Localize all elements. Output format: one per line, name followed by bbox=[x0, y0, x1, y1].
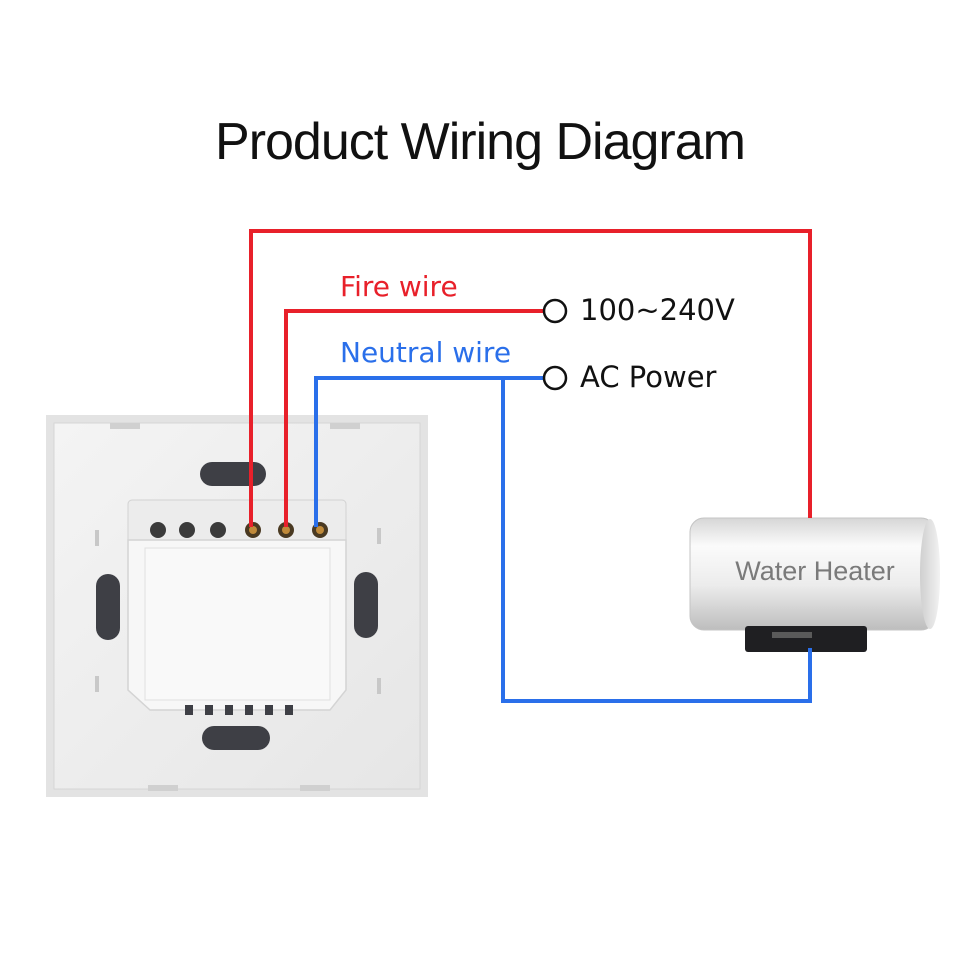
terminal-ac-power-circle bbox=[542, 365, 568, 391]
fire-wire-label: Fire wire bbox=[340, 270, 458, 303]
water-heater-label: Water Heater bbox=[735, 556, 895, 586]
water-heater-image bbox=[689, 517, 940, 652]
voltage-label: 100~240V bbox=[580, 293, 735, 327]
switch-back-panel bbox=[46, 415, 428, 797]
wire-fire bbox=[284, 309, 543, 527]
screw-slot-top bbox=[200, 462, 266, 486]
screw-slot-left bbox=[96, 574, 120, 640]
ac-power-label: AC Power bbox=[580, 360, 717, 394]
neutral-wire-label: Neutral wire bbox=[340, 336, 512, 369]
screw-slot-bottom bbox=[202, 726, 270, 750]
wire-outer-fire bbox=[249, 229, 812, 527]
screw-slot-right bbox=[354, 572, 378, 638]
terminal-voltage-circle bbox=[542, 298, 568, 324]
heater-display-panel bbox=[745, 626, 867, 652]
wire-neutral bbox=[314, 376, 812, 703]
diagram-title: Product Wiring Diagram bbox=[215, 113, 746, 171]
